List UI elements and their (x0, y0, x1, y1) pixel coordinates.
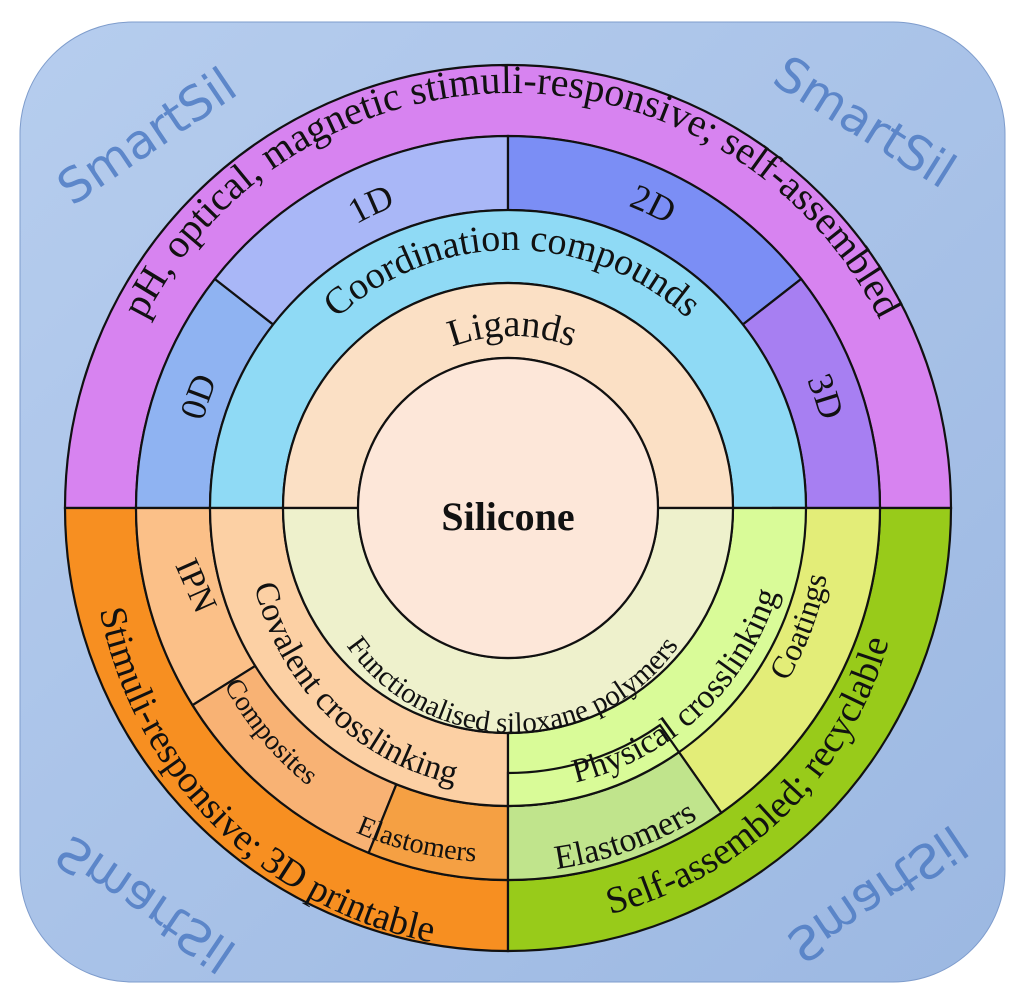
center-disk (356, 356, 660, 660)
center-label: Silicone (441, 494, 574, 539)
physical-ring-extension (506, 723, 681, 808)
ring-segments (63, 63, 953, 953)
